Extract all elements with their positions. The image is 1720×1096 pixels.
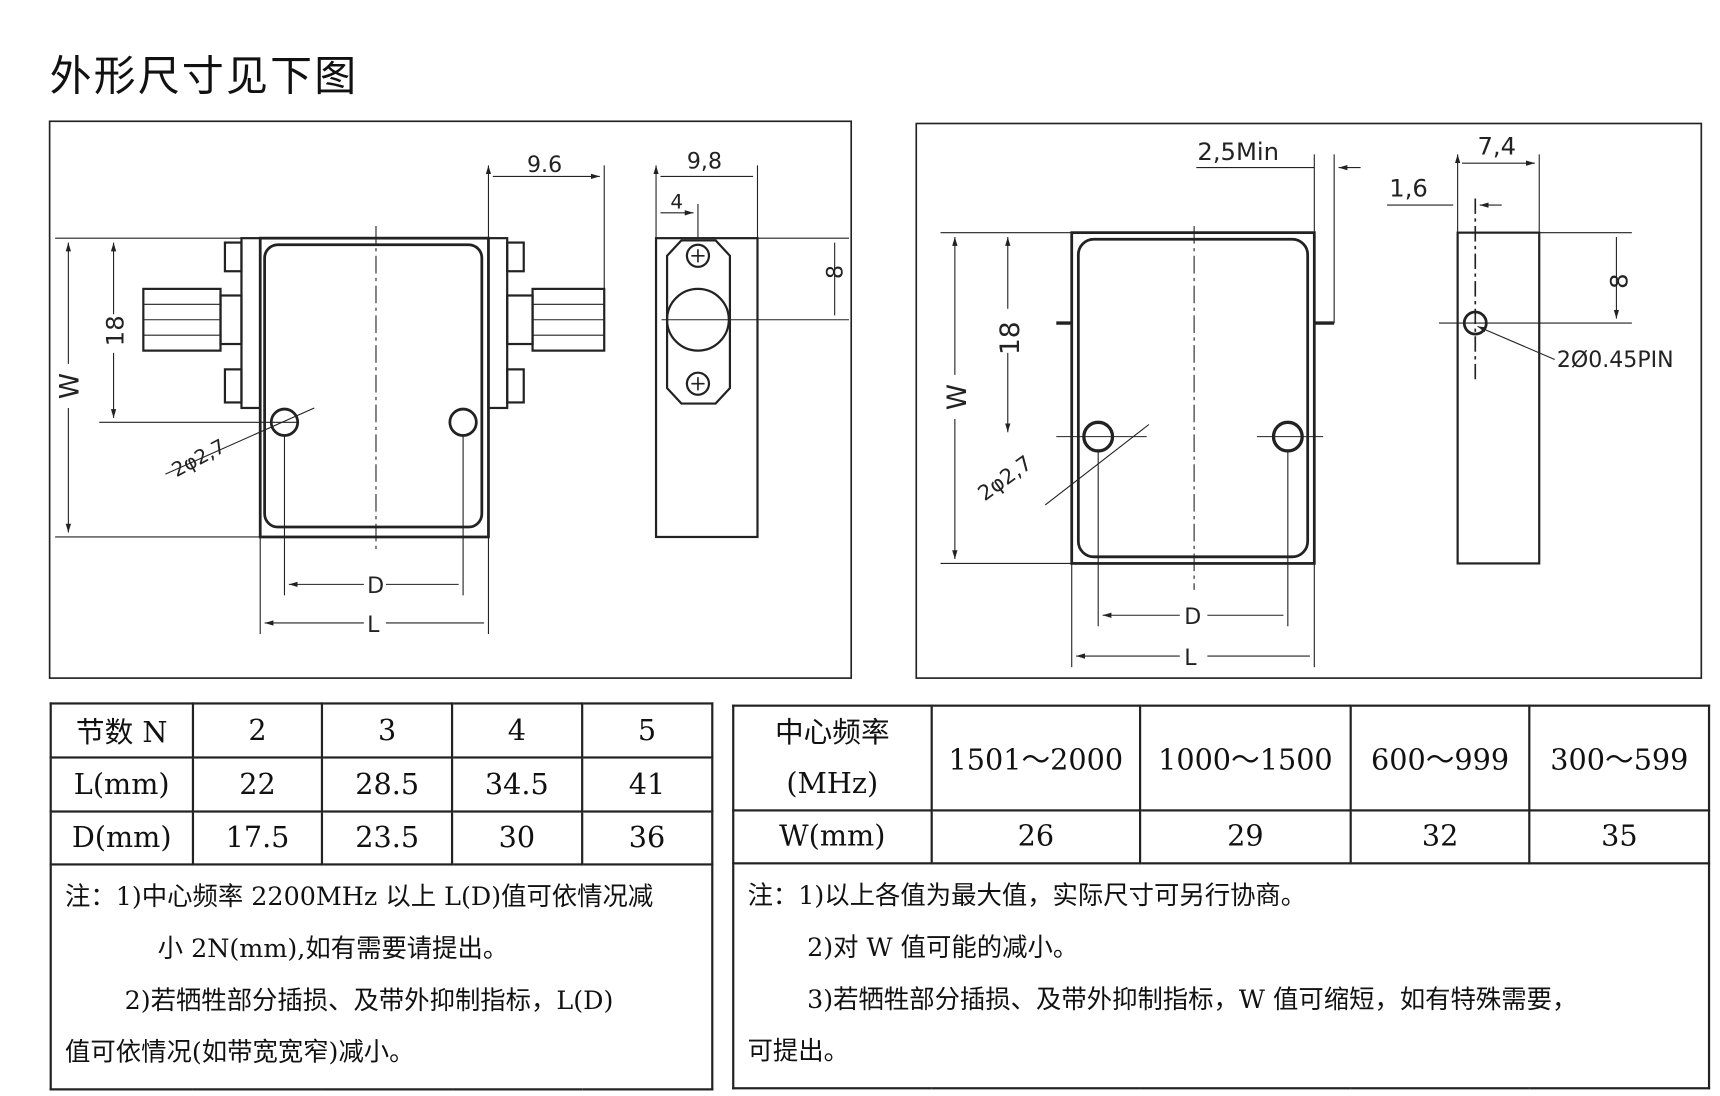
dim-2-5min-label: 2,5Min xyxy=(1197,137,1279,166)
row-header: L(mm) xyxy=(49,756,194,813)
dim-9-8-label: 9,8 xyxy=(687,150,722,175)
dim-18-label: 18 xyxy=(100,315,129,346)
hole-label: 2φ2,7 xyxy=(168,435,229,482)
cell: 22 xyxy=(191,756,324,813)
dim-l-label: L xyxy=(367,613,380,638)
cell: 1000～1500 xyxy=(1139,704,1352,812)
cell: 35 xyxy=(1528,809,1711,865)
note-line: 注：1)中心频率 2200MHz 以上 L(D)值可依情况减 xyxy=(65,883,654,912)
header-unit: (MHz) xyxy=(786,766,879,800)
note-line: 可提出。 xyxy=(747,1037,850,1067)
cell: 1501～2000 xyxy=(930,704,1142,812)
pin-label: 2Ø0.45PIN xyxy=(1557,348,1674,373)
left-dimension-lines xyxy=(55,165,604,634)
cell: 30 xyxy=(450,810,583,866)
cell: 28.5 xyxy=(321,756,454,813)
dim-8-label: 8 xyxy=(823,265,848,279)
cell: 600～999 xyxy=(1349,704,1531,812)
cell: 29 xyxy=(1139,809,1352,865)
hole-label: 2φ2,7 xyxy=(973,451,1036,506)
dim-w-label: W xyxy=(942,384,973,410)
cell: 34.5 xyxy=(450,756,583,813)
row-header: 中心频率 (MHz) xyxy=(732,704,933,812)
dim-7-4-label: 7,4 xyxy=(1477,131,1516,160)
note-line: 注：1)以上各值为最大值，实际尺寸可另行协商。 xyxy=(747,882,1307,911)
dim-l-label: L xyxy=(1184,646,1197,671)
dim-d-label: D xyxy=(1184,605,1201,630)
dim-9-6-label: 9.6 xyxy=(527,153,562,178)
cell: 300～599 xyxy=(1528,704,1711,812)
left-drawing-frame xyxy=(48,120,853,679)
right-dimension-lines xyxy=(940,154,1361,668)
header-label: 中心频率 xyxy=(774,716,890,750)
cell: 23.5 xyxy=(321,810,454,866)
cell: 4 xyxy=(450,702,583,759)
right-filter-side-view xyxy=(1387,154,1632,565)
cell: 17.5 xyxy=(191,810,324,866)
dim-1-6-label: 1,6 xyxy=(1389,173,1428,202)
dim-d-label: D xyxy=(367,574,384,599)
note-line: 2)若牺牲部分插损、及带外抑制指标，L(D) xyxy=(124,986,614,1016)
dim-w-label: W xyxy=(54,373,85,399)
cell: 2 xyxy=(191,702,324,759)
row-header: W(mm) xyxy=(732,809,933,865)
cell: 26 xyxy=(930,809,1142,865)
note-line: 3)若牺牲部分插损、及带外抑制指标，W 值可缩短，如有特殊需要， xyxy=(807,985,1578,1015)
cell: 32 xyxy=(1349,809,1531,865)
dim-4-label: 4 xyxy=(670,190,683,213)
note-line: 小 2N(mm),如有需要请提出。 xyxy=(157,935,509,964)
right-drawing-frame xyxy=(915,122,1703,679)
dim-18-label: 18 xyxy=(995,321,1026,355)
cell: 36 xyxy=(580,810,714,866)
note-line: 2)对 W 值可能的减小。 xyxy=(807,933,1079,963)
note-line: 值可依情况(如带宽宽窄)减小。 xyxy=(65,1038,415,1068)
left-filter-side-view xyxy=(656,165,850,539)
row-header: D(mm) xyxy=(49,810,194,866)
cell: 41 xyxy=(580,756,714,813)
notes-row: 注：1)以上各值为最大值，实际尺寸可另行协商。 2)对 W 值可能的减小。 3)… xyxy=(732,862,1711,1090)
right-filter-top-view xyxy=(1044,226,1335,590)
notes-row: 注：1)中心频率 2200MHz 以上 L(D)值可依情况减 小 2N(mm),… xyxy=(49,863,714,1091)
page-title: 外形尺寸见下图 xyxy=(49,51,359,101)
cell: 3 xyxy=(321,702,454,759)
cell: 5 xyxy=(580,702,714,759)
row-header: 节数 N xyxy=(49,702,194,759)
dim-8-label: 8 xyxy=(1604,273,1633,288)
left-filter-top-view xyxy=(142,226,606,552)
